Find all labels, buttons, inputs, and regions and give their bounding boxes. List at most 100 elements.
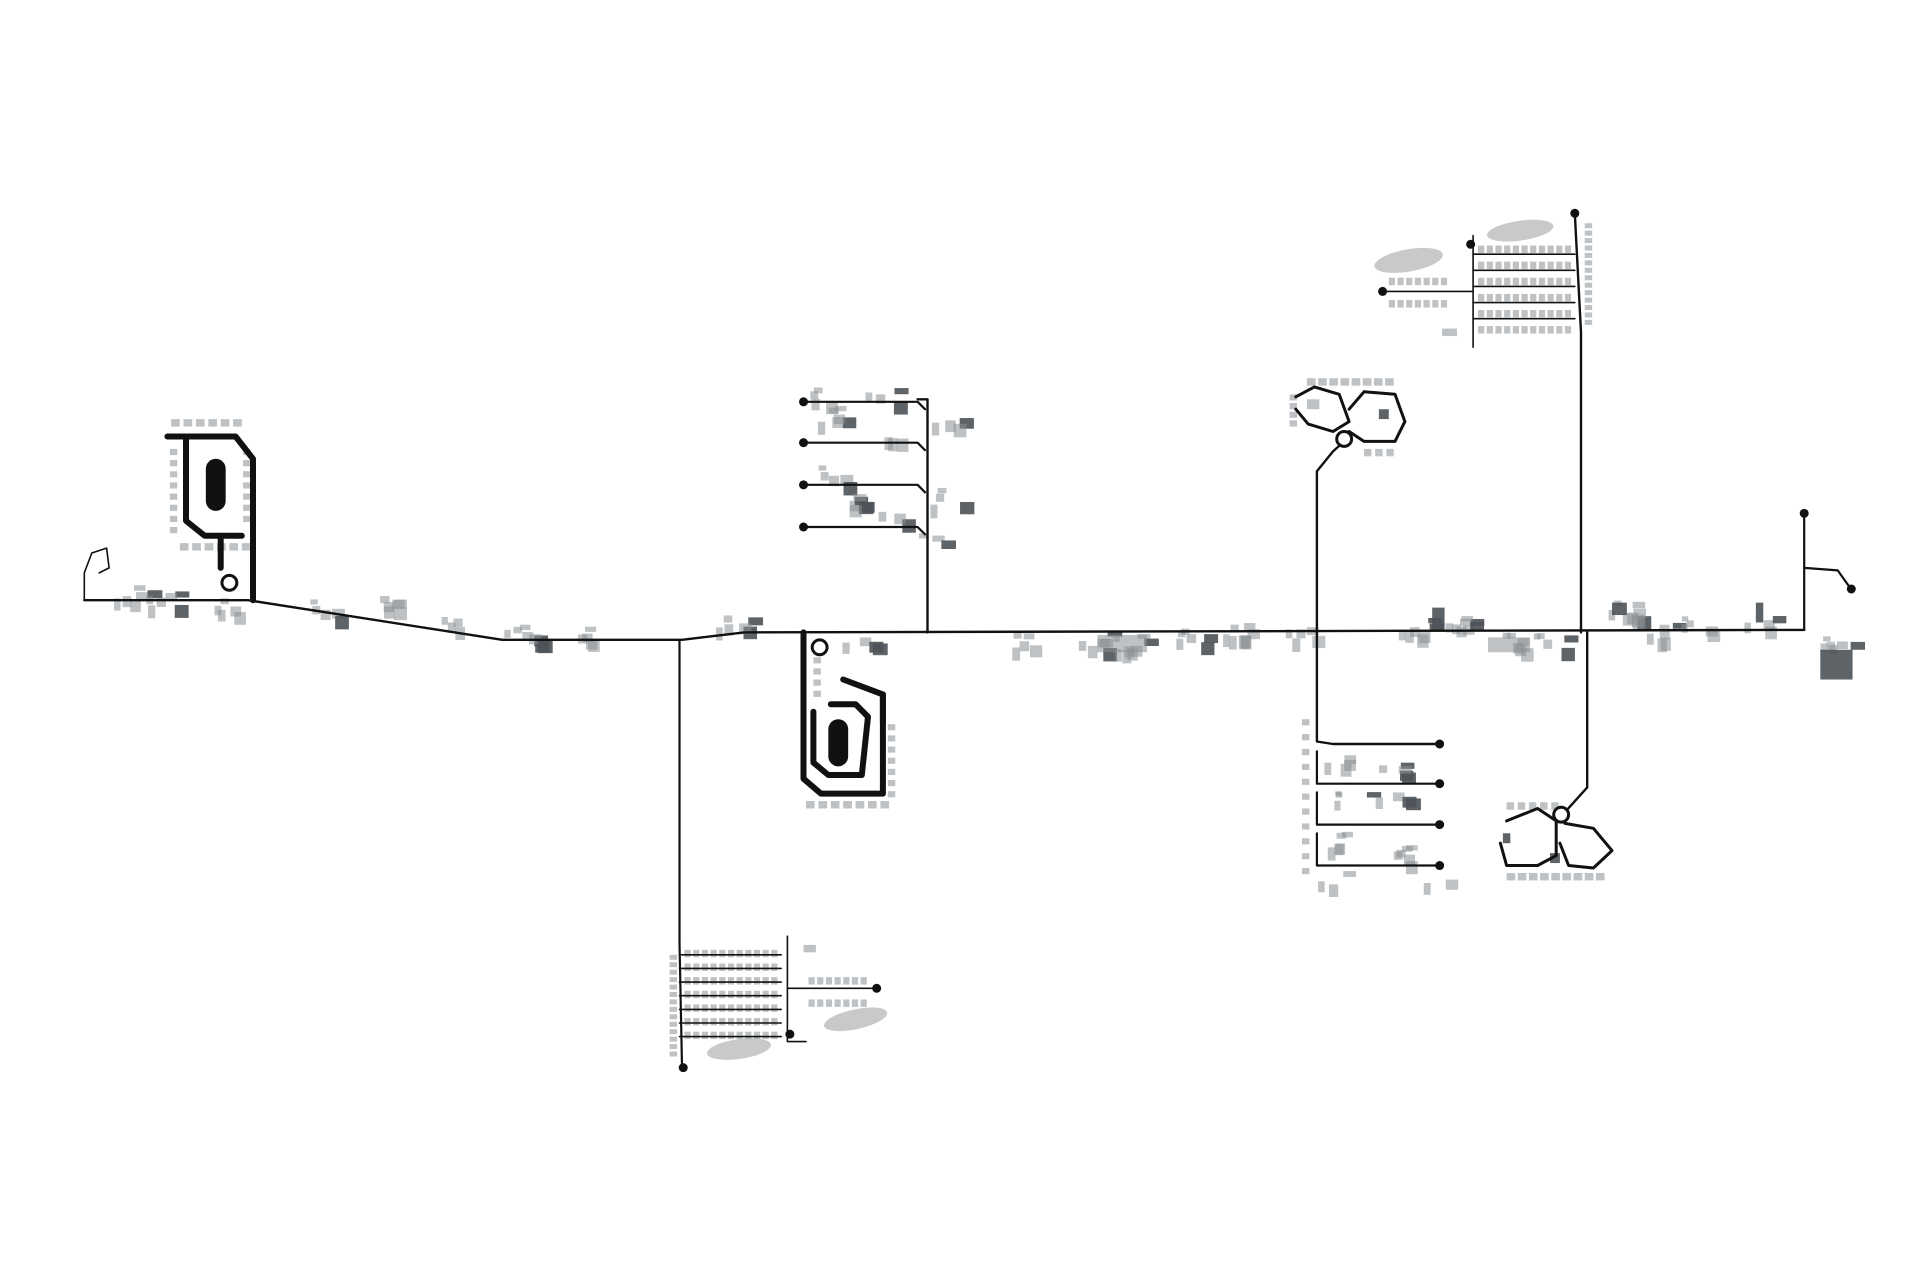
building — [762, 1018, 769, 1026]
building — [1521, 261, 1528, 270]
building — [719, 1004, 726, 1012]
building — [1681, 616, 1689, 622]
building — [453, 618, 463, 628]
building — [887, 735, 896, 742]
building — [1547, 293, 1554, 302]
far-east-spur-curve-end — [1846, 584, 1856, 594]
building — [1366, 792, 1382, 798]
building — [1820, 649, 1853, 680]
building — [1556, 310, 1563, 318]
building — [1495, 310, 1502, 318]
building — [1478, 326, 1485, 334]
building — [230, 606, 242, 617]
east-south-street-2 — [1315, 791, 1440, 826]
building — [1538, 277, 1546, 286]
building — [1584, 245, 1593, 251]
building — [719, 949, 726, 958]
building — [860, 977, 867, 985]
building — [195, 419, 205, 427]
building — [1561, 647, 1575, 662]
building — [1340, 763, 1352, 777]
building — [1240, 635, 1252, 649]
building — [1423, 300, 1430, 308]
east-south-street-end-2 — [1435, 779, 1445, 789]
building — [1414, 277, 1422, 286]
building — [753, 963, 761, 971]
building — [701, 1031, 709, 1040]
building — [1078, 641, 1087, 651]
building — [1495, 277, 1502, 286]
building — [834, 977, 841, 985]
central-estate-center-island — [828, 719, 849, 767]
building — [1504, 277, 1511, 286]
building — [771, 977, 778, 985]
building — [1504, 261, 1511, 270]
building — [1584, 252, 1593, 258]
building — [1186, 634, 1197, 643]
building — [669, 977, 678, 983]
building — [828, 475, 840, 487]
building — [1486, 261, 1493, 270]
building — [156, 597, 167, 607]
building — [813, 668, 821, 675]
building — [937, 487, 947, 494]
building — [233, 419, 242, 427]
central-estate-loop-road — [800, 629, 886, 797]
building — [1397, 277, 1404, 286]
building — [1385, 378, 1394, 386]
central-north-street-end-3 — [799, 480, 809, 490]
building — [1564, 635, 1579, 643]
building — [1686, 620, 1694, 628]
building — [1388, 300, 1395, 308]
building — [1502, 833, 1511, 844]
building — [1584, 297, 1593, 303]
building — [1763, 620, 1775, 630]
building — [669, 984, 678, 990]
building — [380, 595, 390, 604]
building — [959, 418, 974, 429]
building — [1659, 629, 1670, 640]
building — [1247, 629, 1260, 640]
building — [1405, 861, 1418, 875]
building — [820, 472, 829, 481]
building — [1506, 632, 1516, 639]
building — [832, 417, 844, 428]
building — [872, 643, 888, 656]
building — [174, 604, 189, 618]
building — [753, 1018, 761, 1026]
building — [1341, 831, 1353, 838]
building — [887, 724, 896, 731]
building — [669, 992, 678, 997]
building — [719, 1018, 726, 1026]
building — [1400, 762, 1415, 769]
building — [745, 1004, 752, 1012]
building — [710, 1004, 717, 1012]
building — [753, 949, 761, 958]
building — [585, 638, 598, 650]
building — [1478, 310, 1485, 318]
building — [669, 1006, 678, 1012]
building — [522, 631, 534, 642]
building — [1584, 312, 1593, 318]
building — [1012, 647, 1021, 661]
building — [1850, 641, 1866, 650]
building — [1114, 649, 1122, 662]
building — [1379, 765, 1388, 773]
building — [1538, 293, 1546, 302]
building — [762, 963, 769, 971]
building — [1632, 601, 1646, 609]
building — [701, 963, 709, 971]
building — [693, 977, 700, 985]
east-north-branch-road — [1315, 440, 1346, 634]
building — [1406, 277, 1413, 286]
building — [1836, 641, 1848, 650]
building — [1521, 310, 1528, 318]
central-north-spine-road — [916, 398, 929, 634]
building — [1289, 394, 1298, 401]
building — [941, 540, 957, 550]
building — [843, 801, 852, 809]
building — [504, 629, 511, 638]
building — [817, 977, 824, 985]
building — [1528, 872, 1538, 881]
building — [710, 1031, 717, 1040]
